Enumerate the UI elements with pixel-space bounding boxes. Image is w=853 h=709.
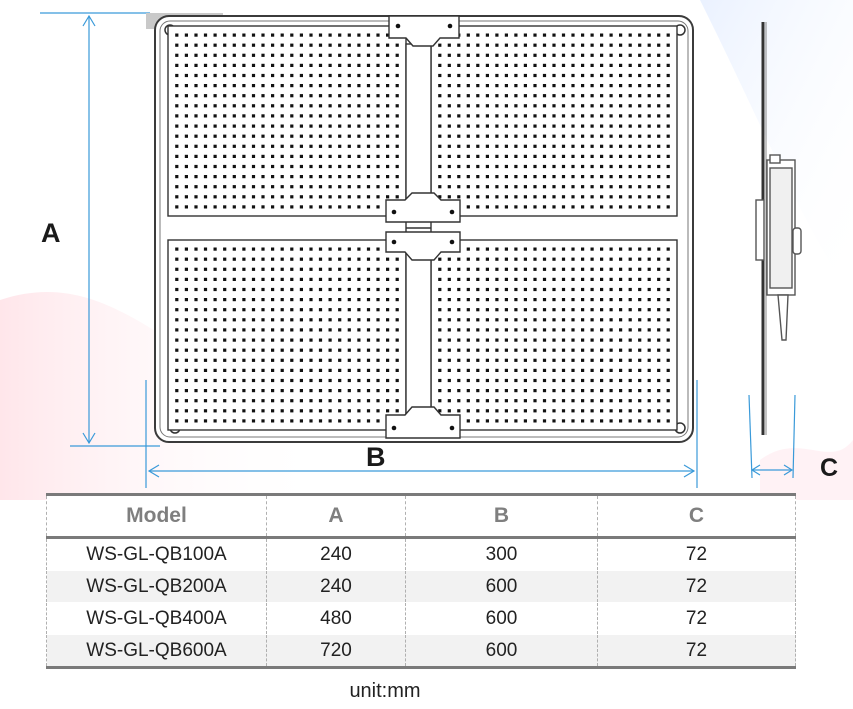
cell-c: 72 (597, 602, 796, 635)
table-row: WS-GL-QB600A 720 600 72 (46, 634, 796, 669)
dimension-b-label: B (366, 442, 386, 472)
dimension-a-label: A (41, 218, 61, 248)
cell-a: 720 (266, 634, 406, 669)
led-board-bottom-left (167, 239, 407, 431)
bracket-screw-icons (391, 23, 455, 431)
cell-c: 72 (597, 537, 796, 571)
cell-a: 480 (266, 602, 406, 635)
cell-b: 600 (405, 602, 598, 635)
table-row: WS-GL-QB400A 480 600 72 (46, 602, 796, 635)
cell-c: 72 (597, 570, 796, 603)
column-header-b: B (405, 493, 598, 539)
dimension-c-marker (748, 394, 796, 479)
table-header-row: Model A B C (46, 493, 796, 539)
column-header-model: Model (46, 493, 267, 539)
cell-model: WS-GL-QB600A (46, 634, 267, 669)
side-view-profile (755, 22, 802, 435)
cell-b: 600 (405, 634, 598, 669)
cell-model: WS-GL-QB400A (46, 602, 267, 635)
mounting-bracket-icons (385, 15, 461, 439)
cell-model: WS-GL-QB200A (46, 570, 267, 603)
column-header-a: A (266, 493, 406, 539)
cell-model: WS-GL-QB100A (46, 537, 267, 571)
cell-a: 240 (266, 537, 406, 571)
cell-c: 72 (597, 634, 796, 669)
cell-a: 240 (266, 570, 406, 603)
column-header-c: C (597, 493, 796, 539)
dimension-c-label: C (820, 454, 839, 482)
led-board-top-right (430, 25, 678, 217)
table-row: WS-GL-QB100A 240 300 72 (46, 537, 796, 571)
fixture-drawing (40, 12, 802, 488)
spec-table: Model A B C WS-GL-QB100A 240 300 72 WS-G… (46, 493, 796, 669)
led-board-bottom-right (430, 239, 678, 431)
dimension-a-marker (40, 12, 160, 447)
dimension-b-marker (145, 380, 698, 488)
cell-b: 600 (405, 570, 598, 603)
unit-label: unit:mm (349, 680, 421, 702)
table-row: WS-GL-QB200A 240 600 72 (46, 570, 796, 603)
led-board-top-left (167, 25, 407, 217)
cell-b: 300 (405, 537, 598, 571)
